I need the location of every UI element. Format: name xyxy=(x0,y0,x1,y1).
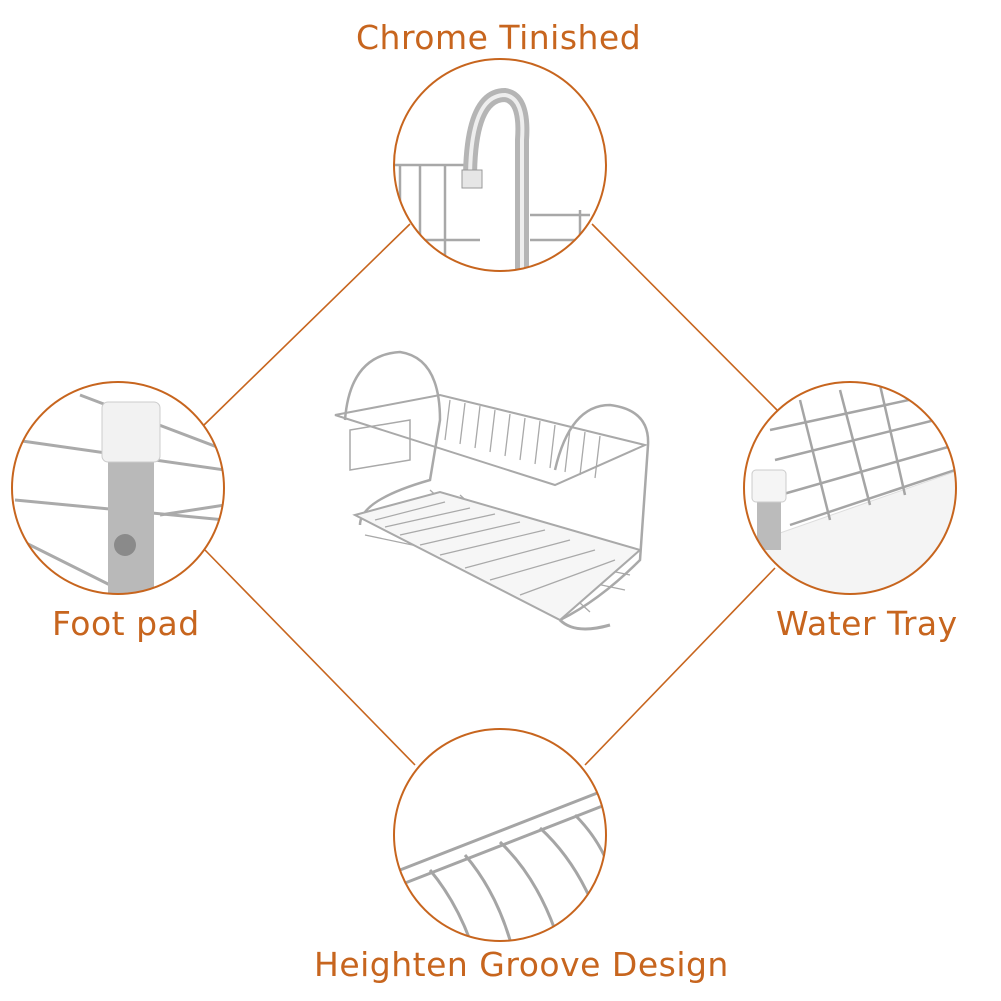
circle-top xyxy=(393,58,607,272)
label-water-tray: Water Tray xyxy=(776,604,958,643)
circle-bottom xyxy=(393,728,607,942)
water-tray-photo xyxy=(744,382,956,594)
foot-pad-photo xyxy=(12,382,224,594)
circle-left xyxy=(11,381,225,595)
label-chrome-finished: Chrome Tinished xyxy=(356,18,642,57)
chrome-finish-photo xyxy=(394,59,606,271)
dish-rack-photo xyxy=(334,350,650,631)
groove-design-photo xyxy=(394,729,606,941)
label-heighten-groove-design: Heighten Groove Design xyxy=(314,945,729,984)
circle-right xyxy=(743,381,957,595)
connector-lines xyxy=(203,223,778,766)
label-foot-pad: Foot pad xyxy=(52,604,200,643)
